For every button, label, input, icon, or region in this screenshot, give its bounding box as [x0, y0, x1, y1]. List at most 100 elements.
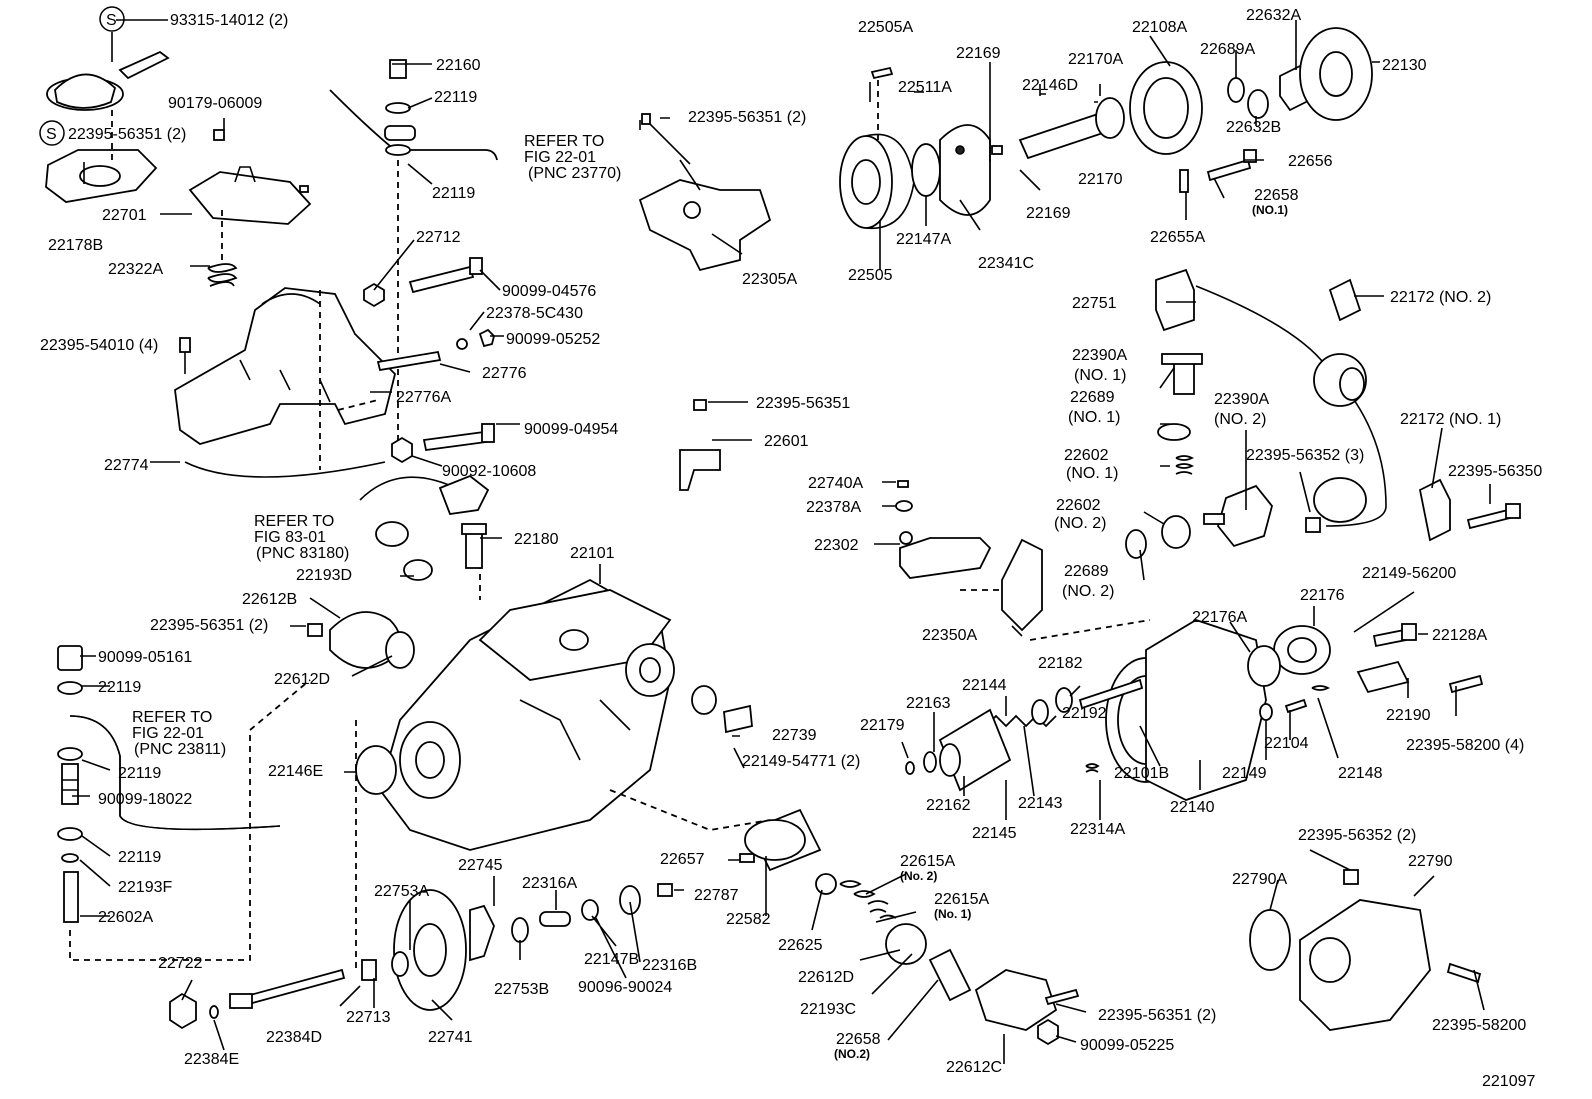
clip-22740A — [897, 480, 909, 488]
label-22395-56351: 22395-56351 (2) — [688, 109, 806, 126]
label-22140: 22140 — [1170, 799, 1215, 816]
connector-22751 — [1155, 268, 1195, 332]
label-22776A: 22776A — [396, 389, 451, 406]
label-22505: 22505 — [848, 267, 893, 284]
spring-22615A-no1 — [869, 908, 897, 919]
label-22582: 22582 — [726, 911, 771, 928]
label-22143: 22143 — [1018, 795, 1063, 812]
label-22390A-no1: (NO. 1) — [1074, 367, 1126, 384]
screw-22395-58200-4 — [1448, 674, 1484, 694]
label-22395-56351: 22395-56351 (2) — [68, 126, 186, 143]
reference-note-3: REFER TO FIG 22-01 (PNC 23811) — [132, 709, 226, 758]
label-22602: 22602 — [1056, 497, 1101, 514]
svg-text:S: S — [106, 12, 117, 29]
s-symbol-2: S — [39, 120, 65, 146]
governor-lever-22350A — [960, 538, 1151, 641]
pump-housing-22101 — [379, 530, 771, 851]
bracket-22178B — [45, 110, 158, 203]
label-22632B: 22632B — [1226, 119, 1281, 136]
label-22101: 22101 — [570, 545, 615, 562]
label-22776: 22776 — [482, 365, 527, 382]
label-22170A: 22170A — [1068, 51, 1123, 68]
gasket-22119-d — [57, 747, 83, 761]
fitting-22190 — [1356, 660, 1410, 694]
spring-22602-no1 — [1175, 455, 1195, 475]
label-22302: 22302 — [814, 537, 859, 554]
label-22505A: 22505A — [858, 19, 913, 36]
pulley-22130 — [1299, 27, 1373, 121]
label-22395-58200-4: 22395-58200 (4) — [1406, 737, 1524, 754]
label-22753B: 22753B — [494, 981, 549, 998]
label-22390A: 22390A — [1072, 347, 1127, 364]
label-22615A: 22615A — [934, 891, 989, 908]
valve-22390A-no2 — [1203, 484, 1273, 548]
label-22145: 22145 — [972, 825, 1017, 842]
label-22395-56352-2: 22395-56352 (2) — [1298, 827, 1416, 844]
label-22149-54771: 22149-54771 (2) — [742, 753, 860, 770]
label-22322A: 22322A — [108, 261, 163, 278]
nut-22712 — [363, 282, 385, 308]
label-22787: 22787 — [694, 887, 739, 904]
svg-text:FIG 83-01: FIG 83-01 — [254, 529, 326, 546]
label-22384D: 22384D — [266, 1029, 322, 1046]
assembly-22790 — [1299, 899, 1431, 1031]
label-90179: 90179-06009 — [168, 95, 262, 112]
label-22190: 22190 — [1386, 707, 1431, 724]
actuator-93315 — [46, 19, 170, 111]
label-22390A: 22390A — [1214, 391, 1269, 408]
label-22128A: 22128A — [1432, 627, 1487, 644]
label-22193D: 22193D — [296, 567, 352, 584]
oring-22790A — [1249, 909, 1291, 971]
screw-22395-56352-2 — [1343, 869, 1359, 885]
label-22170: 22170 — [1078, 171, 1123, 188]
label-90099-05161: 90099-05161 — [98, 649, 192, 666]
screw-22656 — [1206, 149, 1257, 182]
plunger-22192 — [1078, 678, 1144, 710]
label-22180: 22180 — [514, 531, 559, 548]
pipe-left — [69, 715, 281, 831]
svg-text:(PNC 83180): (PNC 83180) — [256, 545, 349, 562]
label-22658: 22658 — [1254, 187, 1299, 204]
label-22722: 22722 — [158, 955, 203, 972]
label-22745: 22745 — [458, 857, 503, 874]
pin-22655A — [1179, 169, 1189, 193]
label-22169: 22169 — [956, 45, 1001, 62]
washer-22147A — [911, 143, 941, 197]
label-22162: 22162 — [926, 797, 971, 814]
label-22163: 22163 — [906, 695, 951, 712]
oring-22612D-b — [885, 923, 927, 965]
screw-22104 — [1284, 698, 1308, 714]
svg-text:REFER TO: REFER TO — [132, 709, 212, 726]
screw-22395-58200 — [1446, 962, 1482, 984]
label-90099-05225: 90099-05225 — [1080, 1037, 1174, 1054]
label-90099-04576: 90099-04576 — [502, 283, 596, 300]
gear-22745 — [469, 904, 495, 962]
pin-22657 — [739, 853, 755, 863]
spring-22602A — [63, 679, 311, 961]
piston-22582 — [744, 808, 822, 872]
label-22341C: 22341C — [978, 255, 1034, 272]
washer-22163 — [923, 751, 937, 773]
washer-22179 — [905, 761, 915, 775]
key-22169 — [991, 145, 1003, 155]
wire-harness — [1195, 285, 1387, 527]
screws-22395-56352 — [1305, 517, 1321, 533]
washer-22147B — [581, 899, 599, 921]
label-22147A: 22147A — [896, 231, 951, 248]
label-22395-56352-3: 22395-56352 (3) — [1246, 447, 1364, 464]
gasket-22119-c — [57, 681, 83, 695]
oring-22162 — [939, 743, 961, 777]
bolt-22505A — [870, 66, 894, 140]
label-22119: 22119 — [98, 679, 141, 696]
label-22104: 22104 — [1264, 735, 1309, 752]
washer-22625 — [815, 873, 837, 895]
label-22740A: 22740A — [808, 475, 863, 492]
label-22101B: 22101B — [1114, 765, 1169, 782]
label-22657: 22657 — [660, 851, 705, 868]
housing-22140 — [1145, 619, 1267, 801]
seal-22146E — [355, 720, 397, 970]
label-22751: 22751 — [1072, 295, 1117, 312]
label-22144: 22144 — [962, 677, 1007, 694]
label-22739: 22739 — [772, 727, 817, 744]
